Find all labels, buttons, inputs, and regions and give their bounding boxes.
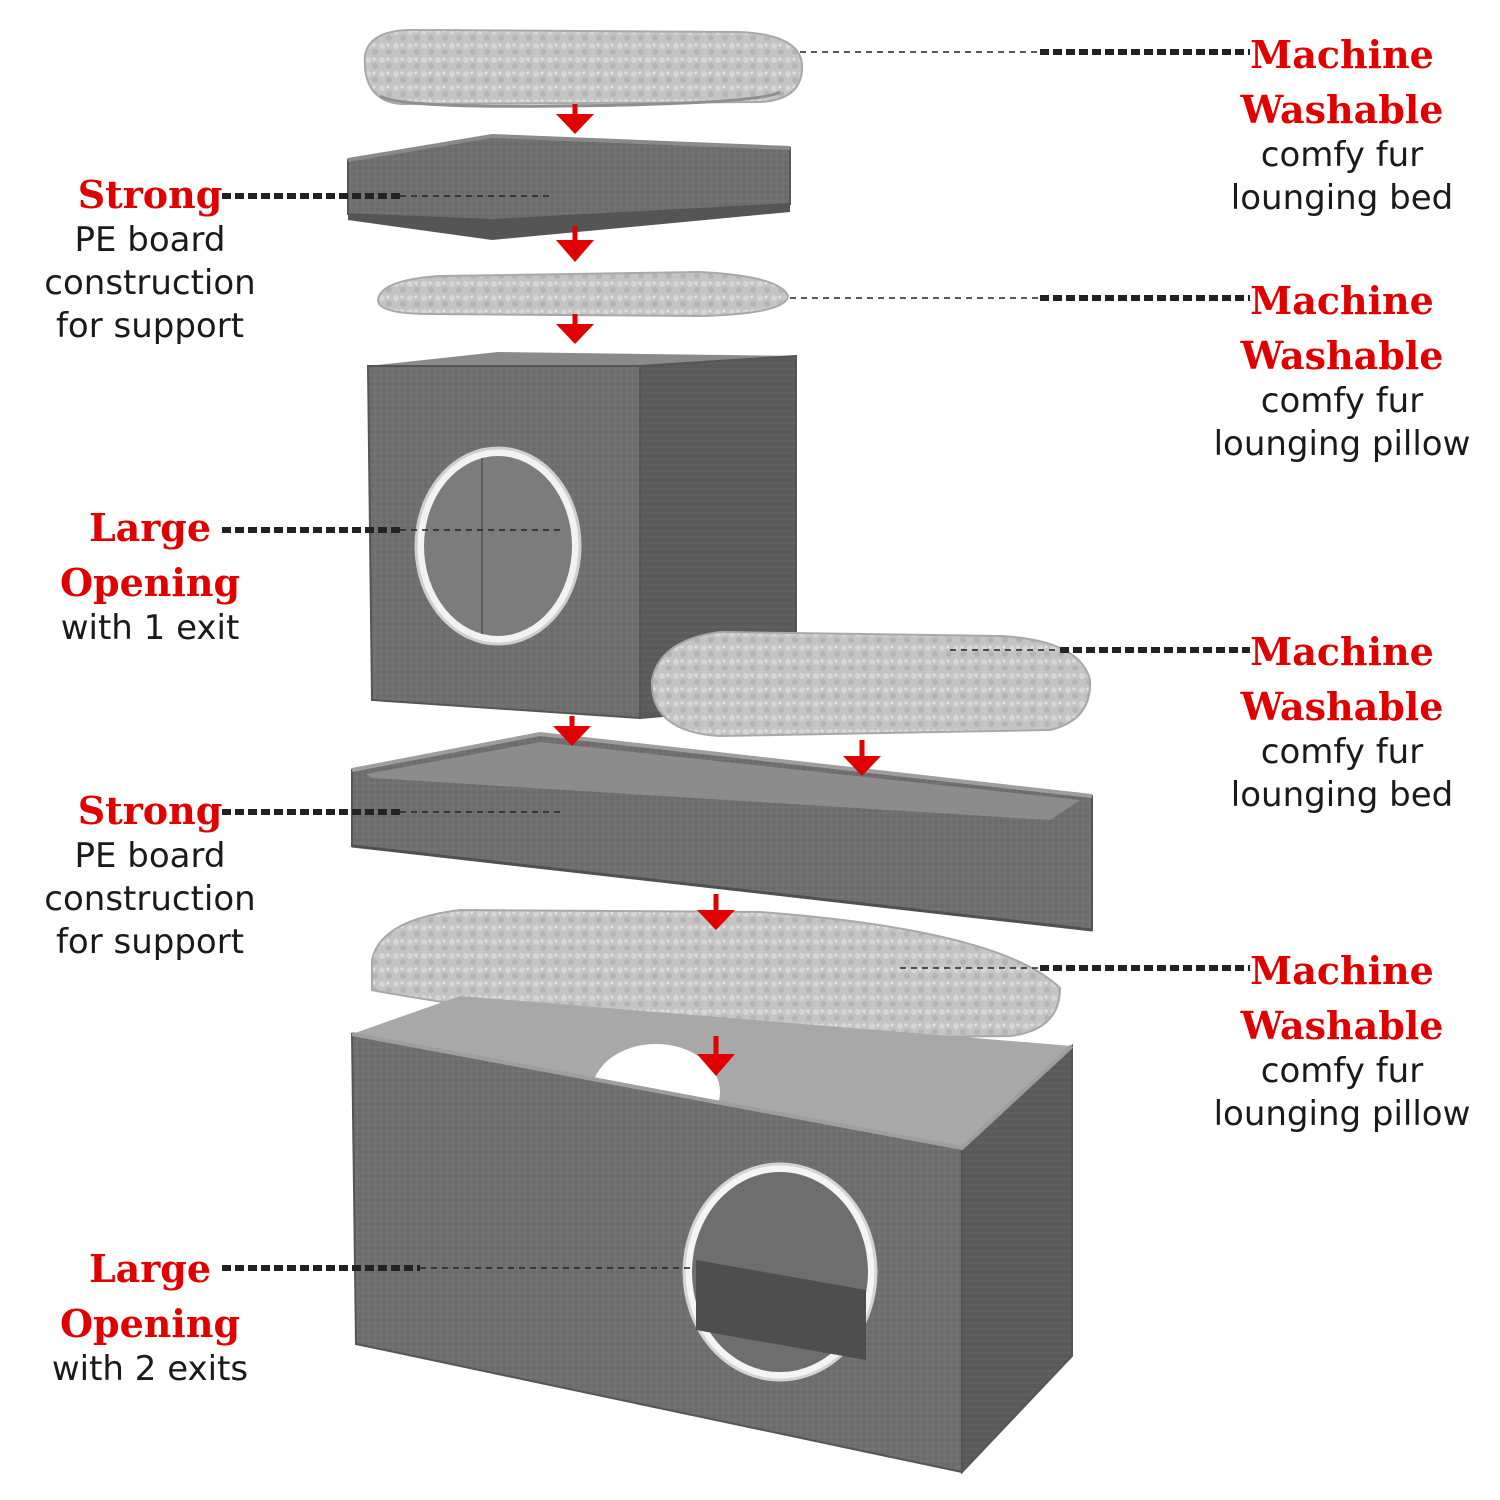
arrow-3	[556, 314, 594, 344]
callout-desc: construction	[44, 879, 256, 919]
callout-right-2: Machine Washable comfy fur lounging pill…	[1192, 278, 1492, 464]
arrow-1	[556, 104, 594, 134]
callout-desc: construction	[44, 263, 256, 303]
callout-right-3: Machine Washable comfy fur lounging bed	[1192, 629, 1492, 815]
callout-title: Washable	[1240, 684, 1444, 729]
callout-desc: comfy fur	[1260, 381, 1424, 421]
callout-right-1: Machine Washable comfy fur lounging bed	[1192, 32, 1492, 218]
top-board	[347, 133, 791, 240]
callout-left-3: Strong PE board construction for support	[10, 788, 290, 962]
callout-desc: with 2 exits	[51, 1349, 249, 1389]
callout-title: Machine	[1250, 32, 1434, 77]
callout-left-4: Large Opening with 2 exits	[10, 1246, 290, 1389]
callout-title: Strong	[77, 172, 223, 217]
assembly-arrows	[553, 104, 881, 1076]
callout-left-2: Large Opening with 1 exit	[10, 505, 290, 648]
arrow-4	[553, 716, 591, 746]
leader-lines	[222, 49, 1250, 1271]
callout-desc: for support	[55, 306, 245, 346]
small-pillow	[376, 270, 790, 318]
callout-title: Machine	[1250, 629, 1434, 674]
callout-title: Machine	[1250, 278, 1434, 323]
callout-title: Washable	[1240, 87, 1444, 132]
callout-desc: comfy fur	[1260, 732, 1424, 772]
tray-board	[351, 731, 1093, 932]
callout-right-4: Machine Washable comfy fur lounging pill…	[1192, 948, 1492, 1134]
side-cushion	[650, 630, 1092, 738]
callout-desc: lounging bed	[1230, 775, 1454, 815]
callout-desc: PE board	[74, 220, 226, 260]
arrow-6	[697, 894, 735, 930]
arrow-2	[556, 226, 594, 262]
top-cushion	[363, 28, 804, 108]
callout-title: Machine	[1250, 948, 1434, 993]
callout-title: Washable	[1240, 1003, 1444, 1048]
callout-desc: with 1 exit	[60, 608, 240, 648]
callout-title: Large	[88, 505, 212, 550]
callout-title: Opening	[59, 1301, 241, 1346]
callout-desc: lounging bed	[1230, 178, 1454, 218]
cube-house	[366, 352, 797, 720]
callout-title: Large	[88, 1246, 212, 1291]
arrow-7	[697, 1036, 735, 1076]
callout-desc: comfy fur	[1260, 1051, 1424, 1091]
callout-desc: PE board	[74, 836, 226, 876]
callout-left-1: Strong PE board construction for support	[10, 172, 290, 346]
callout-desc: lounging pillow	[1213, 424, 1471, 464]
callout-title: Strong	[77, 788, 223, 833]
callout-desc: for support	[55, 922, 245, 962]
callout-desc: comfy fur	[1260, 135, 1424, 175]
callout-title: Opening	[59, 560, 241, 605]
callout-title: Washable	[1240, 333, 1444, 378]
callout-desc: lounging pillow	[1213, 1094, 1471, 1134]
big-box	[350, 996, 1074, 1475]
arrow-5	[843, 740, 881, 776]
